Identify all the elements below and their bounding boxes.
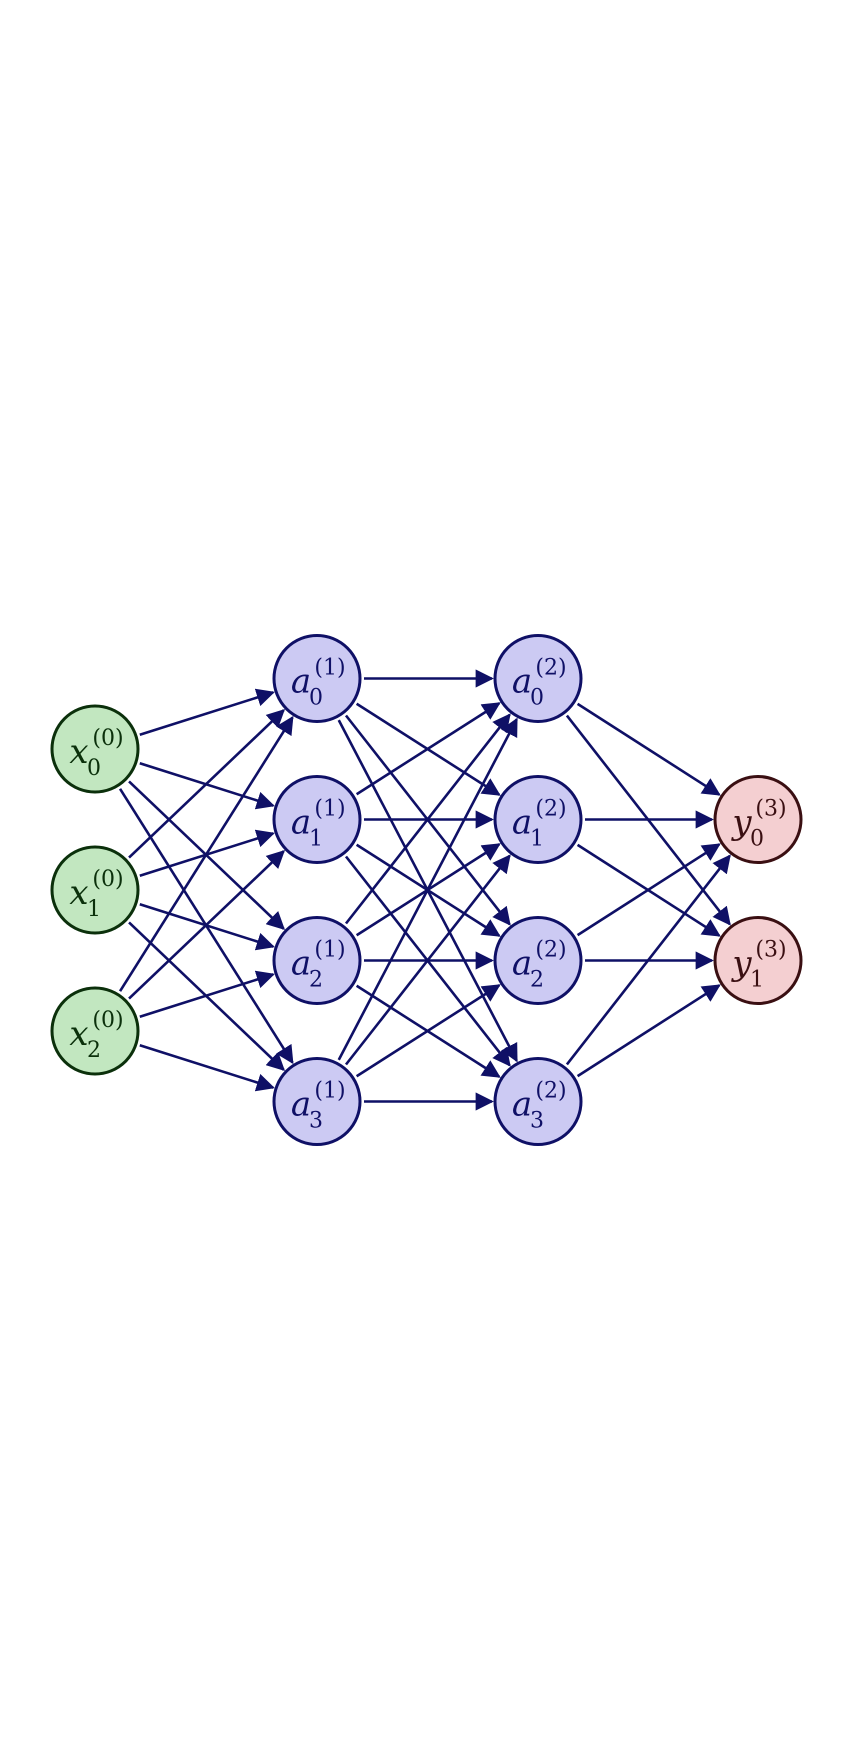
- neuron-superscript: (2): [535, 938, 566, 963]
- neuron-superscript: (0): [92, 726, 123, 751]
- neurons: x0(0)x1(0)x2(0)a0(1)a1(1)a2(1)a3(1)a0(2)…: [50, 634, 803, 1146]
- edge-l1n3-to-l2n2: [355, 984, 501, 1078]
- neuron-symbol: a: [291, 944, 311, 984]
- neuron-a-0-layer-2: a0 (2): [493, 634, 583, 723]
- edge-l0n0-to-l1n0: [139, 688, 275, 737]
- neuron-symbol: a: [291, 803, 311, 843]
- neuron-circle: [493, 634, 583, 723]
- connections: [118, 669, 731, 1111]
- neuron-symbol: a: [512, 944, 532, 984]
- edge-l1n3-to-l2n0: [337, 717, 518, 1061]
- edge-l2n3-to-l3n0: [565, 854, 731, 1066]
- neuron-a-1-layer-1: a1 (1): [272, 775, 362, 864]
- edge-l0n2-to-l1n2: [139, 970, 275, 1019]
- edge-l2n2-to-l3n0: [576, 843, 721, 937]
- neuron-superscript: (2): [535, 797, 566, 822]
- neuron-superscript: (2): [535, 656, 566, 681]
- neuron-a-3-layer-1: a3 (1): [272, 1057, 362, 1146]
- neuron-circle: [272, 916, 362, 1005]
- neuron-subscript: 0: [750, 827, 764, 852]
- neuron-symbol: a: [291, 662, 311, 702]
- edge-l0n1-to-l1n0: [128, 708, 286, 859]
- neuron-circle: [50, 704, 140, 794]
- edge-l1n2-to-l2n0: [344, 713, 511, 925]
- neuron-symbol: a: [512, 803, 532, 843]
- neuron-symbol: y: [730, 944, 752, 984]
- neuron-symbol: a: [291, 1085, 311, 1125]
- neuron-subscript: 2: [87, 1038, 101, 1063]
- neuron-circle: [272, 634, 362, 723]
- neuron-symbol: a: [512, 1085, 532, 1125]
- neuron-subscript: 0: [530, 686, 544, 711]
- neuron-subscript: 3: [530, 1109, 544, 1134]
- neuron-symbol: x: [69, 1014, 88, 1054]
- neuron-superscript: (1): [314, 797, 345, 822]
- edge-l0n2-to-l1n3: [139, 1043, 275, 1092]
- neuron-subscript: 1: [750, 968, 764, 993]
- neuron-superscript: (2): [535, 1079, 566, 1104]
- edge-l2n3-to-l3n1: [576, 984, 721, 1078]
- neuron-superscript: (1): [314, 1079, 345, 1104]
- edge-l2n0-to-l3n0: [576, 702, 721, 796]
- neuron-circle: [272, 775, 362, 864]
- neuron-subscript: 0: [87, 756, 101, 781]
- neuron-superscript: (3): [755, 797, 786, 822]
- neuron-symbol: a: [512, 662, 532, 702]
- neuron-subscript: 0: [309, 686, 323, 711]
- neuron-a-1-layer-2: a1 (2): [493, 775, 583, 864]
- neuron-circle: [493, 775, 583, 864]
- neuron-superscript: (1): [314, 656, 345, 681]
- neuron-subscript: 2: [530, 968, 544, 993]
- edge-l1n1-to-l2n0: [355, 702, 501, 796]
- neuron-symbol: x: [69, 732, 88, 772]
- neuron-subscript: 1: [87, 897, 101, 922]
- neuron-subscript: 3: [309, 1109, 323, 1134]
- neuron-superscript: (0): [92, 867, 123, 892]
- neuron-circle: [493, 1057, 583, 1146]
- neuron-subscript: 2: [309, 968, 323, 993]
- neuron-a-2-layer-1: a2 (1): [272, 916, 362, 1005]
- neuron-a-3-layer-2: a3 (2): [493, 1057, 583, 1146]
- neuron-symbol: y: [730, 803, 752, 843]
- edge-l1n3-to-l2n1: [344, 854, 511, 1066]
- neuron-x-2-layer-0: x2 (0): [50, 986, 140, 1076]
- neuron-y-0-layer-3: y0 (3): [713, 775, 803, 864]
- neuron-superscript: (0): [92, 1008, 123, 1033]
- neuron-symbol: x: [69, 873, 88, 913]
- neuron-subscript: 1: [530, 827, 544, 852]
- neuron-y-1-layer-3: y1 (3): [713, 916, 803, 1005]
- neuron-circle: [713, 775, 803, 864]
- neuron-x-0-layer-0: x0 (0): [50, 704, 140, 794]
- neuron-superscript: (3): [755, 938, 786, 963]
- neuron-a-0-layer-1: a0 (1): [272, 634, 362, 723]
- neuron-circle: [713, 916, 803, 1005]
- neuron-circle: [493, 916, 583, 1005]
- neuron-subscript: 1: [309, 827, 323, 852]
- edge-l0n2-to-l1n0: [118, 715, 294, 992]
- neuron-circle: [50, 845, 140, 935]
- neuron-circle: [50, 986, 140, 1076]
- edge-l0n2-to-l1n1: [128, 849, 286, 1000]
- neuron-superscript: (1): [314, 938, 345, 963]
- neuron-x-1-layer-0: x1 (0): [50, 845, 140, 935]
- neuron-circle: [272, 1057, 362, 1146]
- neuron-a-2-layer-2: a2 (2): [493, 916, 583, 1005]
